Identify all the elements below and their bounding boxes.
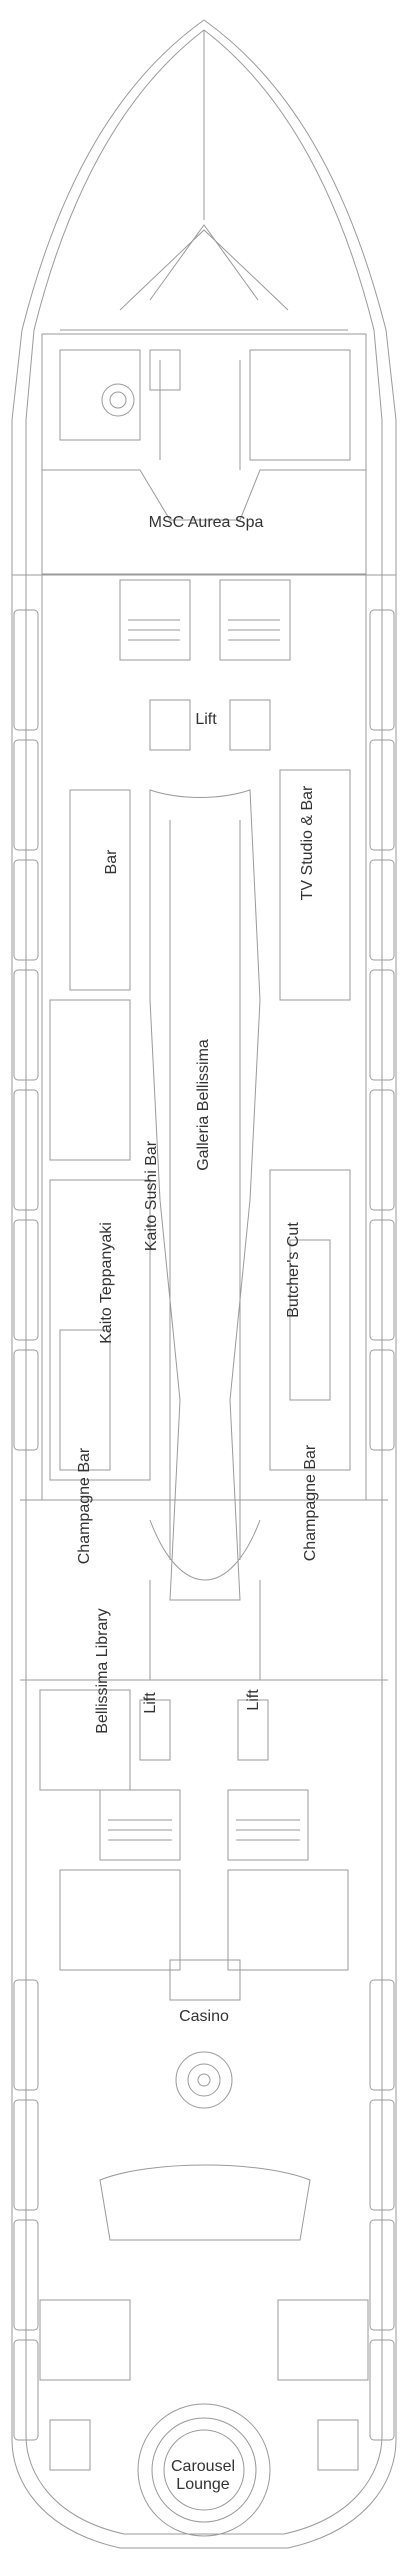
label-carousel-line2: Lounge — [176, 2476, 230, 2493]
label-champagne-bar-port: Champagne Bar — [76, 1447, 93, 1565]
label-champagne-bar-starboard: Champagne Bar — [302, 1444, 319, 1562]
label-galleria-bellissima: Galleria Bellissima — [195, 1039, 212, 1171]
carousel-lounge-outline — [137, 2403, 271, 2537]
label-msc-aurea-spa: MSC Aurea Spa — [148, 514, 264, 531]
label-bellissima-library: Bellissima Library — [94, 1608, 111, 1734]
label-lift-aft-port: Lift — [142, 1692, 159, 1714]
label-lift-forward: Lift — [195, 711, 217, 728]
starboard-cabins — [369, 609, 395, 2441]
casino-roulette — [175, 2051, 233, 2109]
port-cabins — [13, 609, 39, 2441]
galleria-outline — [149, 789, 261, 1601]
label-kaito-sushi-bar: Kaito Sushi Bar — [143, 1140, 160, 1252]
label-bar: Bar — [103, 849, 120, 875]
label-lift-aft-starboard: Lift — [245, 1689, 262, 1711]
spa-area — [41, 333, 367, 575]
label-kaito-teppanyaki: Kaito Teppanyaki — [98, 1222, 115, 1344]
label-butchers-cut: Butcher's Cut — [285, 1222, 302, 1318]
hull-outline — [11, 19, 397, 2549]
label-tv-studio-bar: TV Studio & Bar — [299, 785, 316, 901]
label-casino: Casino — [179, 2008, 229, 2025]
label-carousel-line1: Carousel — [170, 2458, 236, 2475]
